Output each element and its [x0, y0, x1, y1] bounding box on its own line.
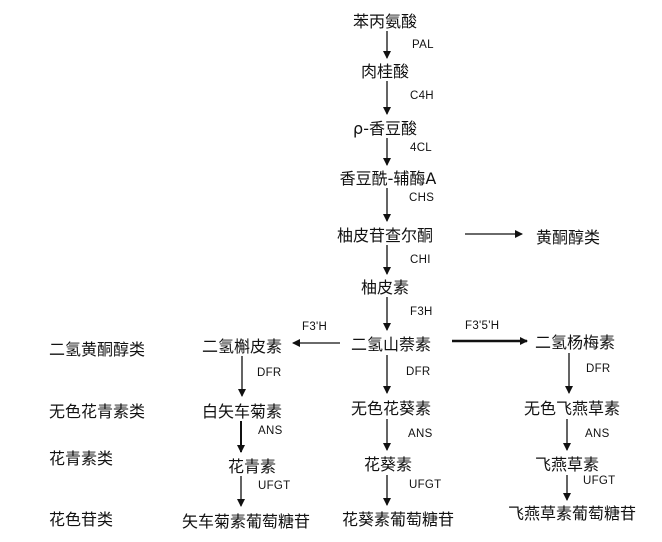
category-leucoanthocyanidins: 无色花青素类	[49, 402, 146, 421]
enzyme-f35prime-h: F3'5'H	[465, 320, 500, 332]
enzyme-f3h: F3H	[410, 306, 433, 318]
node-cyanidin: 花青素	[227, 457, 277, 476]
node-cinnamic-acid: 肉桂酸	[360, 62, 410, 81]
node-coumaric-acid: ρ-香豆酸	[353, 119, 417, 138]
node-naringenin: 柚皮素	[360, 278, 410, 297]
enzyme-ufgt-right: UFGT	[583, 475, 616, 487]
node-coumaroyl-coa: 香豆酰-辅酶A	[339, 169, 437, 188]
node-leucocyanidin: 白矢车菊素	[201, 402, 283, 421]
node-delphinidin: 飞燕草素	[534, 455, 600, 474]
enzyme-ans-right: ANS	[585, 428, 610, 440]
node-dihydromyricetin: 二氢杨梅素	[534, 333, 616, 352]
enzyme-chi: CHI	[410, 254, 431, 266]
node-leucopelargonidin: 无色花葵素	[350, 399, 432, 418]
enzyme-4cl: 4CL	[410, 142, 432, 154]
node-naringenin-chalcone: 柚皮苷查尔酮	[336, 226, 434, 245]
enzyme-ans-left: ANS	[258, 425, 283, 437]
node-phenylalanine: 苯丙氨酸	[352, 12, 418, 31]
enzyme-ufgt-left: UFGT	[258, 480, 291, 492]
enzyme-f3prime-h: F3'H	[302, 321, 328, 333]
enzyme-ans-mid: ANS	[408, 428, 433, 440]
enzyme-pal: PAL	[412, 39, 434, 51]
node-leucodelphinidin: 无色飞燕草素	[523, 399, 621, 418]
enzyme-dfr-right: DFR	[586, 363, 611, 375]
category-anthocyanidins: 花青素类	[49, 449, 114, 468]
node-pelargonidin: 花葵素	[363, 455, 413, 474]
node-dihydroquercetin: 二氢槲皮素	[201, 337, 283, 356]
enzyme-c4h: C4H	[410, 90, 434, 102]
node-pelargonidin-glucoside: 花葵素葡萄糖苷	[341, 510, 455, 529]
enzyme-dfr-left: DFR	[257, 367, 282, 379]
category-anthocyanins: 花色苷类	[49, 510, 114, 529]
enzyme-dfr-mid: DFR	[406, 366, 431, 378]
node-delphinidin-glucoside: 飞燕草素葡萄糖苷	[507, 504, 637, 523]
enzyme-chs: CHS	[409, 192, 435, 204]
category-dihydroflavonols: 二氢黄酮醇类	[49, 340, 146, 359]
node-dihydrokaempferol: 二氢山萘素	[350, 335, 432, 354]
node-flavonols: 黄酮醇类	[535, 228, 601, 247]
enzyme-ufgt-mid: UFGT	[409, 479, 442, 491]
node-cyanidin-glucoside: 矢车菊素葡萄糖苷	[181, 512, 311, 531]
